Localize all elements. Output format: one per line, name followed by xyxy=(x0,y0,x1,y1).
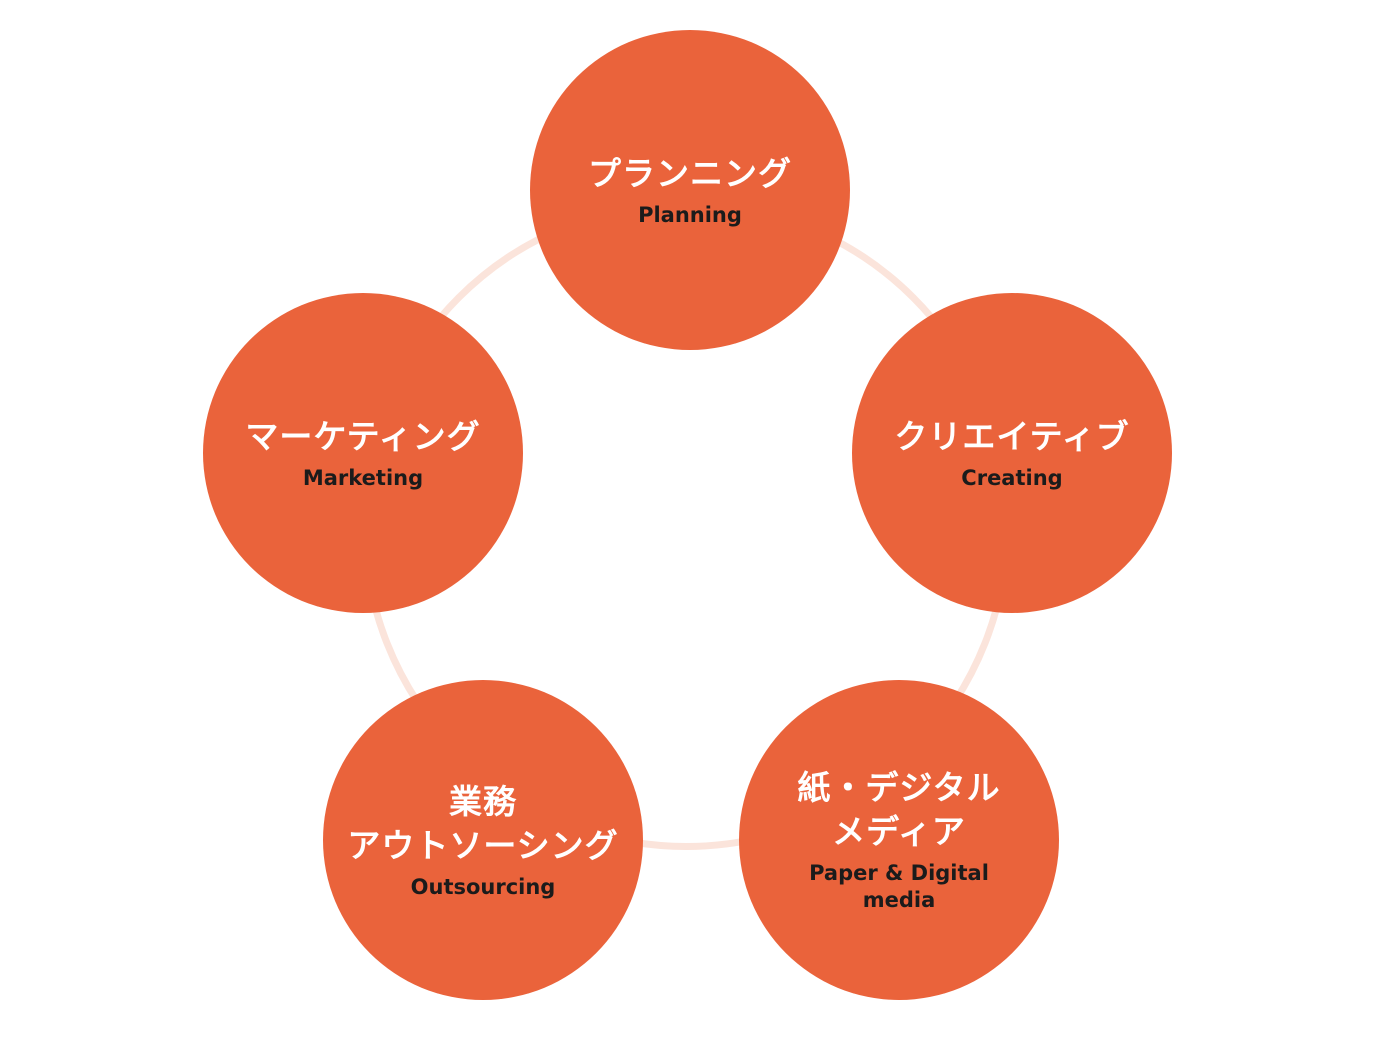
node-title-ja: マーケティング xyxy=(245,416,481,456)
node-title-ja: クリエイティブ xyxy=(894,416,1130,456)
node-marketing[interactable]: マーケティング Marketing xyxy=(203,293,523,613)
node-title-en: Creating xyxy=(961,465,1063,490)
node-title-en: Outsourcing xyxy=(410,874,556,899)
node-title-ja: プランニング xyxy=(588,153,792,193)
node-outsourcing[interactable]: 業務 アウトソーシング Outsourcing xyxy=(323,680,643,1000)
node-title-ja: 紙・デジタル メディア xyxy=(797,768,1001,851)
node-creating[interactable]: クリエイティブ Creating xyxy=(852,293,1172,613)
node-title-en: Planning xyxy=(638,202,742,227)
node-planning[interactable]: プランニング Planning xyxy=(530,30,850,350)
node-title-en: Marketing xyxy=(302,465,424,490)
node-title-ja: 業務 アウトソーシング xyxy=(347,781,619,865)
node-paper-digital-media[interactable]: 紙・デジタル メディア Paper & Digital media xyxy=(739,680,1059,1000)
node-title-en: Paper & Digital media xyxy=(809,861,989,912)
